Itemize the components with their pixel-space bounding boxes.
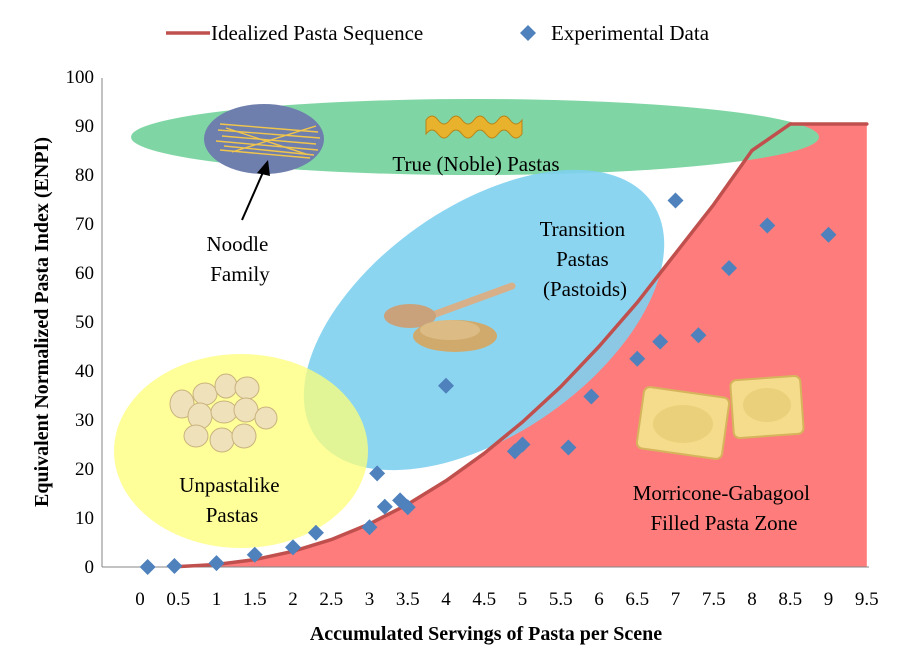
data-point: [369, 465, 386, 482]
y-tick-label: 90: [75, 116, 94, 137]
data-point: [667, 192, 684, 209]
x-tick-label: 2: [288, 589, 298, 610]
x-tick-label: 9: [824, 589, 834, 610]
data-point: [139, 559, 156, 575]
data-point: [652, 333, 669, 350]
data-point: [166, 558, 183, 575]
y-tick-label: 0: [85, 557, 95, 578]
data-point: [560, 439, 577, 456]
data-point: [629, 350, 646, 367]
x-tick-label: 6.5: [625, 589, 649, 610]
y-tick-label: 100: [66, 67, 95, 88]
data-point: [514, 436, 531, 453]
ravioli-picture: [635, 375, 805, 460]
x-tick-label: 8: [747, 589, 757, 610]
fusilli-picture: [425, 115, 523, 139]
x-tick-label: 7: [671, 589, 681, 610]
x-tick-label: 9.5: [855, 589, 879, 610]
data-point: [285, 539, 301, 556]
data-point: [361, 519, 378, 536]
y-tick-label: 70: [75, 214, 94, 235]
legend-label-idealized: Idealized Pasta Sequence: [211, 21, 423, 45]
noodle-arrow: [241, 160, 270, 221]
legend-label-experimental: Experimental Data: [551, 21, 710, 45]
x-tick-label: 8.5: [778, 589, 802, 610]
x-tick-label: 6: [594, 589, 604, 610]
x-tick-label: 3.5: [396, 589, 420, 610]
data-point: [399, 499, 416, 516]
data-point: [690, 327, 707, 344]
y-axis-title: Equivalent Normalized Pasta Index (ENPI): [31, 137, 53, 507]
transition-zone-label: Transition Pastas (Pastoids): [540, 217, 631, 301]
data-point: [246, 546, 263, 563]
x-axis-title: Accumulated Servings of Pasta per Scene: [310, 623, 662, 645]
y-tick-label: 60: [75, 263, 94, 284]
gnocchi-picture: [169, 373, 278, 453]
filled-zone-label: Morricone-Gabagool Filled Pasta Zone: [633, 481, 816, 535]
x-tick-label: 3: [365, 589, 375, 610]
x-tick-label: 4: [441, 589, 451, 610]
x-tick-label: 1.5: [243, 589, 267, 610]
y-tick-label: 50: [75, 312, 94, 333]
data-point: [208, 555, 225, 572]
data-point: [721, 260, 738, 277]
y-tick-label: 30: [75, 410, 94, 431]
transition-pasta-zone: [303, 169, 665, 471]
data-point: [583, 388, 600, 405]
spaghetti-picture: [215, 123, 321, 159]
y-tick-label: 10: [75, 508, 94, 529]
data-point: [376, 498, 393, 515]
x-tick-label: 0: [135, 589, 145, 610]
noodle-family-label: Noodle Family: [206, 232, 273, 286]
x-tick-label: 1: [212, 589, 222, 610]
legend: Idealized Pasta Sequence Experimental Da…: [166, 21, 710, 45]
x-tick-label: 4.5: [472, 589, 496, 610]
y-tick-label: 20: [75, 459, 94, 480]
experimental-data-points: [139, 192, 837, 575]
x-tick-label: 2.5: [319, 589, 343, 610]
data-point: [759, 217, 776, 234]
legend-diamond-marker: [520, 25, 536, 41]
x-tick-label: 5.5: [549, 589, 573, 610]
unpastalike-zone-label: Unpastalike Pastas: [179, 473, 285, 527]
x-tick-label: 0.5: [166, 589, 190, 610]
semolina-spoon-picture: [384, 282, 516, 352]
data-point: [307, 524, 324, 541]
data-point: [820, 226, 837, 243]
y-tick-label: 40: [75, 361, 94, 382]
x-tick-label: 7.5: [702, 589, 726, 610]
noble-zone-label: True (Noble) Pastas: [392, 152, 559, 176]
axes: [101, 78, 869, 568]
y-tick-label: 80: [75, 165, 94, 186]
x-tick-label: 5: [518, 589, 528, 610]
y-tick-labels: 0 10 20 30 40 50 60 70 80 90 100: [66, 67, 95, 578]
x-tick-labels: 0 0.5 1 1.5 2 2.5 3 3.5 4 4.5 5 5.5 6 6.5 7 7.5 8 8.5 9 9.5: [135, 589, 878, 610]
data-point: [438, 377, 454, 394]
